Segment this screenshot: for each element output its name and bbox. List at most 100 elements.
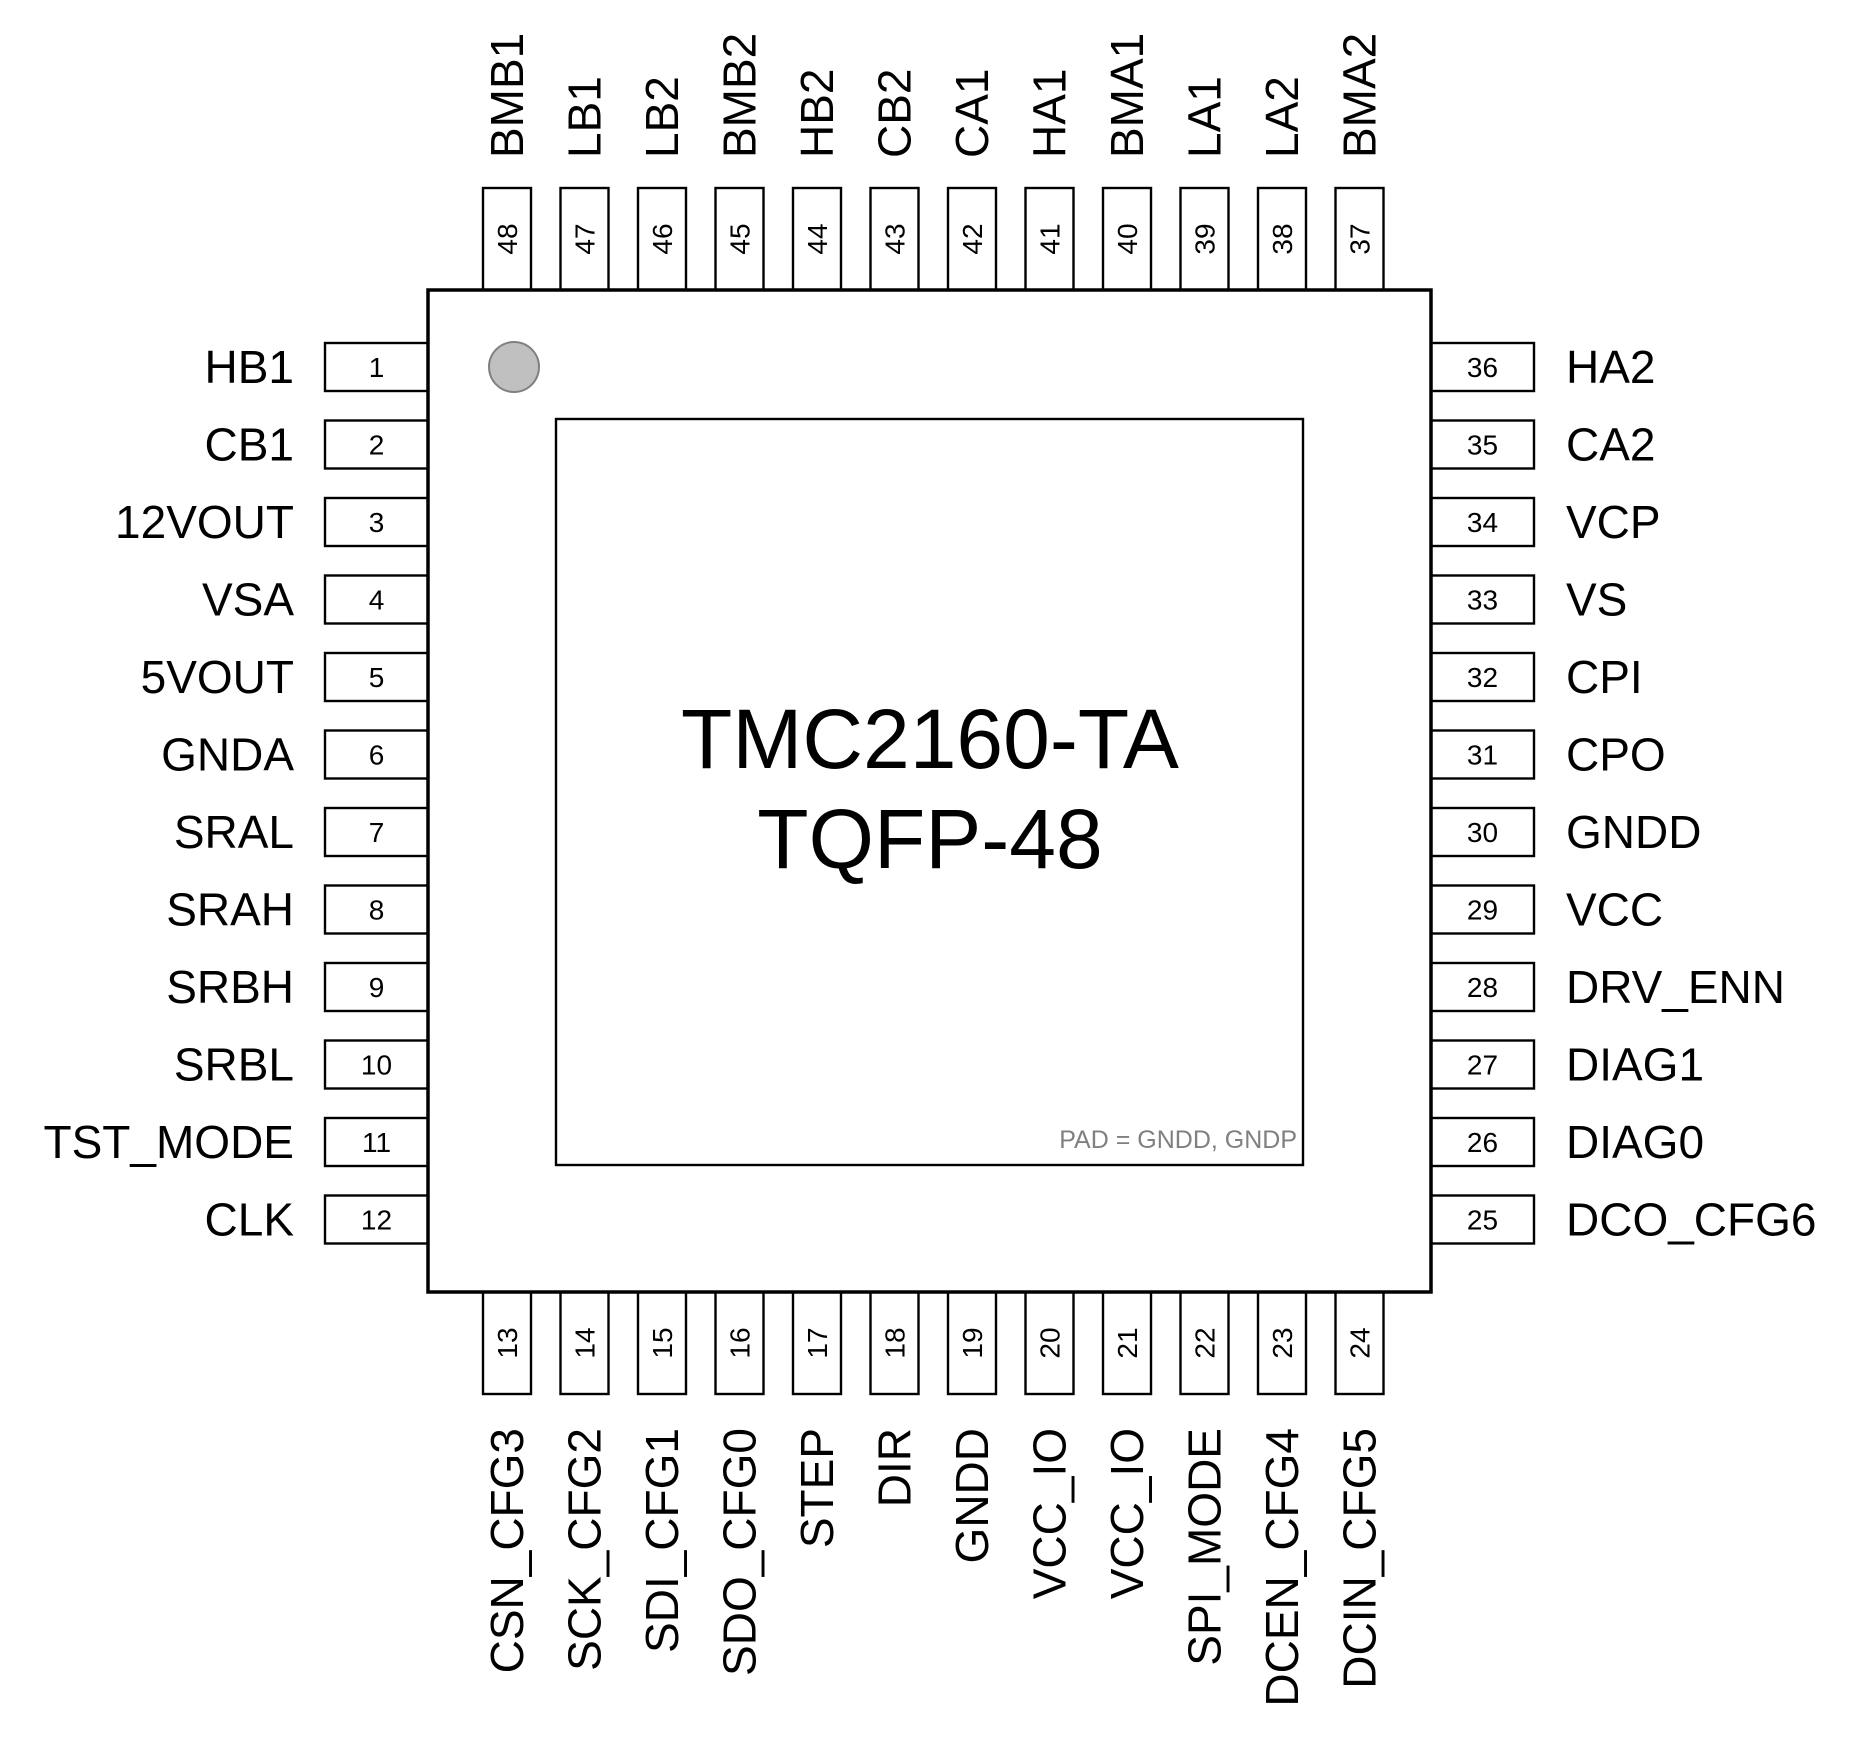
pin-number-1: 1 [369,352,385,383]
pin-number-48: 48 [492,223,523,254]
pin-name-36: HA2 [1566,341,1655,393]
pin-number-6: 6 [369,740,385,771]
pin-number-27: 27 [1467,1050,1498,1081]
pin-number-16: 16 [725,1327,756,1358]
pin-name-25: DCO_CFG6 [1566,1194,1816,1246]
pin-box-17 [791,1290,843,1396]
pin-name-19: GNDD [946,1428,998,1563]
pin-number-40: 40 [1112,223,1143,254]
pin-number-3: 3 [369,507,385,538]
pin-name-40: BMA1 [1101,33,1153,158]
pin-box-1 [323,341,430,393]
pin1-marker [488,341,540,393]
pin-number-7: 7 [369,817,385,848]
pin-box-15 [636,1290,688,1396]
pin-box-10 [323,1039,430,1090]
pin-box-45 [714,186,765,292]
pin-number-15: 15 [647,1327,678,1358]
pin-name-44: HB2 [791,69,843,158]
pin-name-12: CLK [205,1194,295,1246]
pin-number-14: 14 [570,1327,601,1358]
pin-name-18: DIR [869,1428,921,1507]
pin-number-39: 39 [1190,223,1221,254]
pin-number-11: 11 [362,1127,391,1158]
pin-number-30: 30 [1467,817,1498,848]
pin-box-31 [1429,729,1536,780]
pin-name-6: GNDA [161,729,294,781]
pin-name-21: VCC_IO [1101,1428,1153,1599]
pin-box-34 [1429,496,1536,548]
pin-number-41: 41 [1035,223,1066,254]
pin-name-42: CA1 [946,69,998,158]
pin-box-22 [1179,1290,1230,1396]
pin-name-41: HA1 [1024,69,1076,158]
pin-number-47: 47 [570,223,601,254]
pin-name-13: CSN_CFG3 [481,1428,533,1673]
pin-box-30 [1429,806,1536,858]
pin-name-24: DCIN_CFG5 [1334,1428,1386,1689]
pin-name-48: BMB1 [481,33,533,158]
pin-box-41 [1024,186,1075,292]
pin-number-10: 10 [361,1050,392,1081]
pin-number-13: 13 [492,1327,523,1358]
pin-number-29: 29 [1467,895,1498,926]
pin-box-19 [946,1290,998,1396]
pin-number-38: 38 [1267,223,1298,254]
pin-name-33: VS [1566,574,1627,626]
pin-box-5 [323,651,430,703]
pin-name-2: CB1 [205,419,294,471]
pin-number-12: 12 [361,1205,392,1236]
pin-name-27: DIAG1 [1566,1039,1704,1091]
pin-name-37: BMA2 [1334,33,1386,158]
pin-number-19: 19 [957,1327,988,1358]
pin-number-5: 5 [369,662,385,693]
pin-box-28 [1429,961,1536,1013]
pin-name-11: TST_MODE [44,1116,294,1168]
pin-box-35 [1429,419,1536,470]
pin-name-9: SRBH [166,961,294,1013]
pin-number-4: 4 [369,585,385,616]
pin-box-36 [1429,341,1536,393]
pin-number-36: 36 [1467,352,1498,383]
pin-number-20: 20 [1035,1327,1066,1358]
pin-box-23 [1256,1290,1308,1396]
pin-box-13 [481,1290,533,1396]
exposed-pad [554,417,1305,1167]
pin-number-44: 44 [802,223,833,254]
pin-number-21: 21 [1112,1327,1143,1358]
pad-note: PAD = GNDD, GNDP [1059,1126,1297,1154]
pin-name-7: SRAL [174,806,294,858]
pin-number-2: 2 [369,430,385,461]
pin-number-37: 37 [1345,223,1376,254]
pin-box-18 [869,1290,920,1396]
pin-box-27 [1429,1039,1536,1090]
pin-box-37 [1334,186,1385,292]
pin-box-9 [323,961,430,1013]
pin-box-12 [323,1194,430,1245]
pin-name-15: SDI_CFG1 [636,1428,688,1653]
pin-name-30: GNDD [1566,806,1701,858]
pin-box-20 [1024,1290,1075,1396]
pin-box-14 [559,1290,610,1396]
pin-name-1: HB1 [205,341,294,393]
pin-number-28: 28 [1467,972,1498,1003]
pin-box-8 [323,884,430,935]
pin-box-21 [1101,1290,1153,1396]
pin-name-43: CB2 [869,69,921,158]
pin-name-8: SRAH [166,884,294,936]
pin-number-22: 22 [1190,1327,1221,1358]
pin-name-20: VCC_IO [1024,1428,1076,1599]
pin-name-35: CA2 [1566,419,1655,471]
pin-box-48 [481,186,533,292]
pin-name-22: SPI_MODE [1179,1428,1231,1666]
pin-number-34: 34 [1467,507,1498,538]
pin-box-16 [714,1290,765,1396]
pin-box-44 [791,186,843,292]
pin-box-43 [869,186,920,292]
pin-name-31: CPO [1566,729,1666,781]
pin-name-47: LB1 [559,76,611,158]
pin-number-24: 24 [1345,1327,1376,1358]
pin-number-23: 23 [1267,1327,1298,1358]
pin-name-26: DIAG0 [1566,1116,1704,1168]
pin-number-33: 33 [1467,585,1498,616]
